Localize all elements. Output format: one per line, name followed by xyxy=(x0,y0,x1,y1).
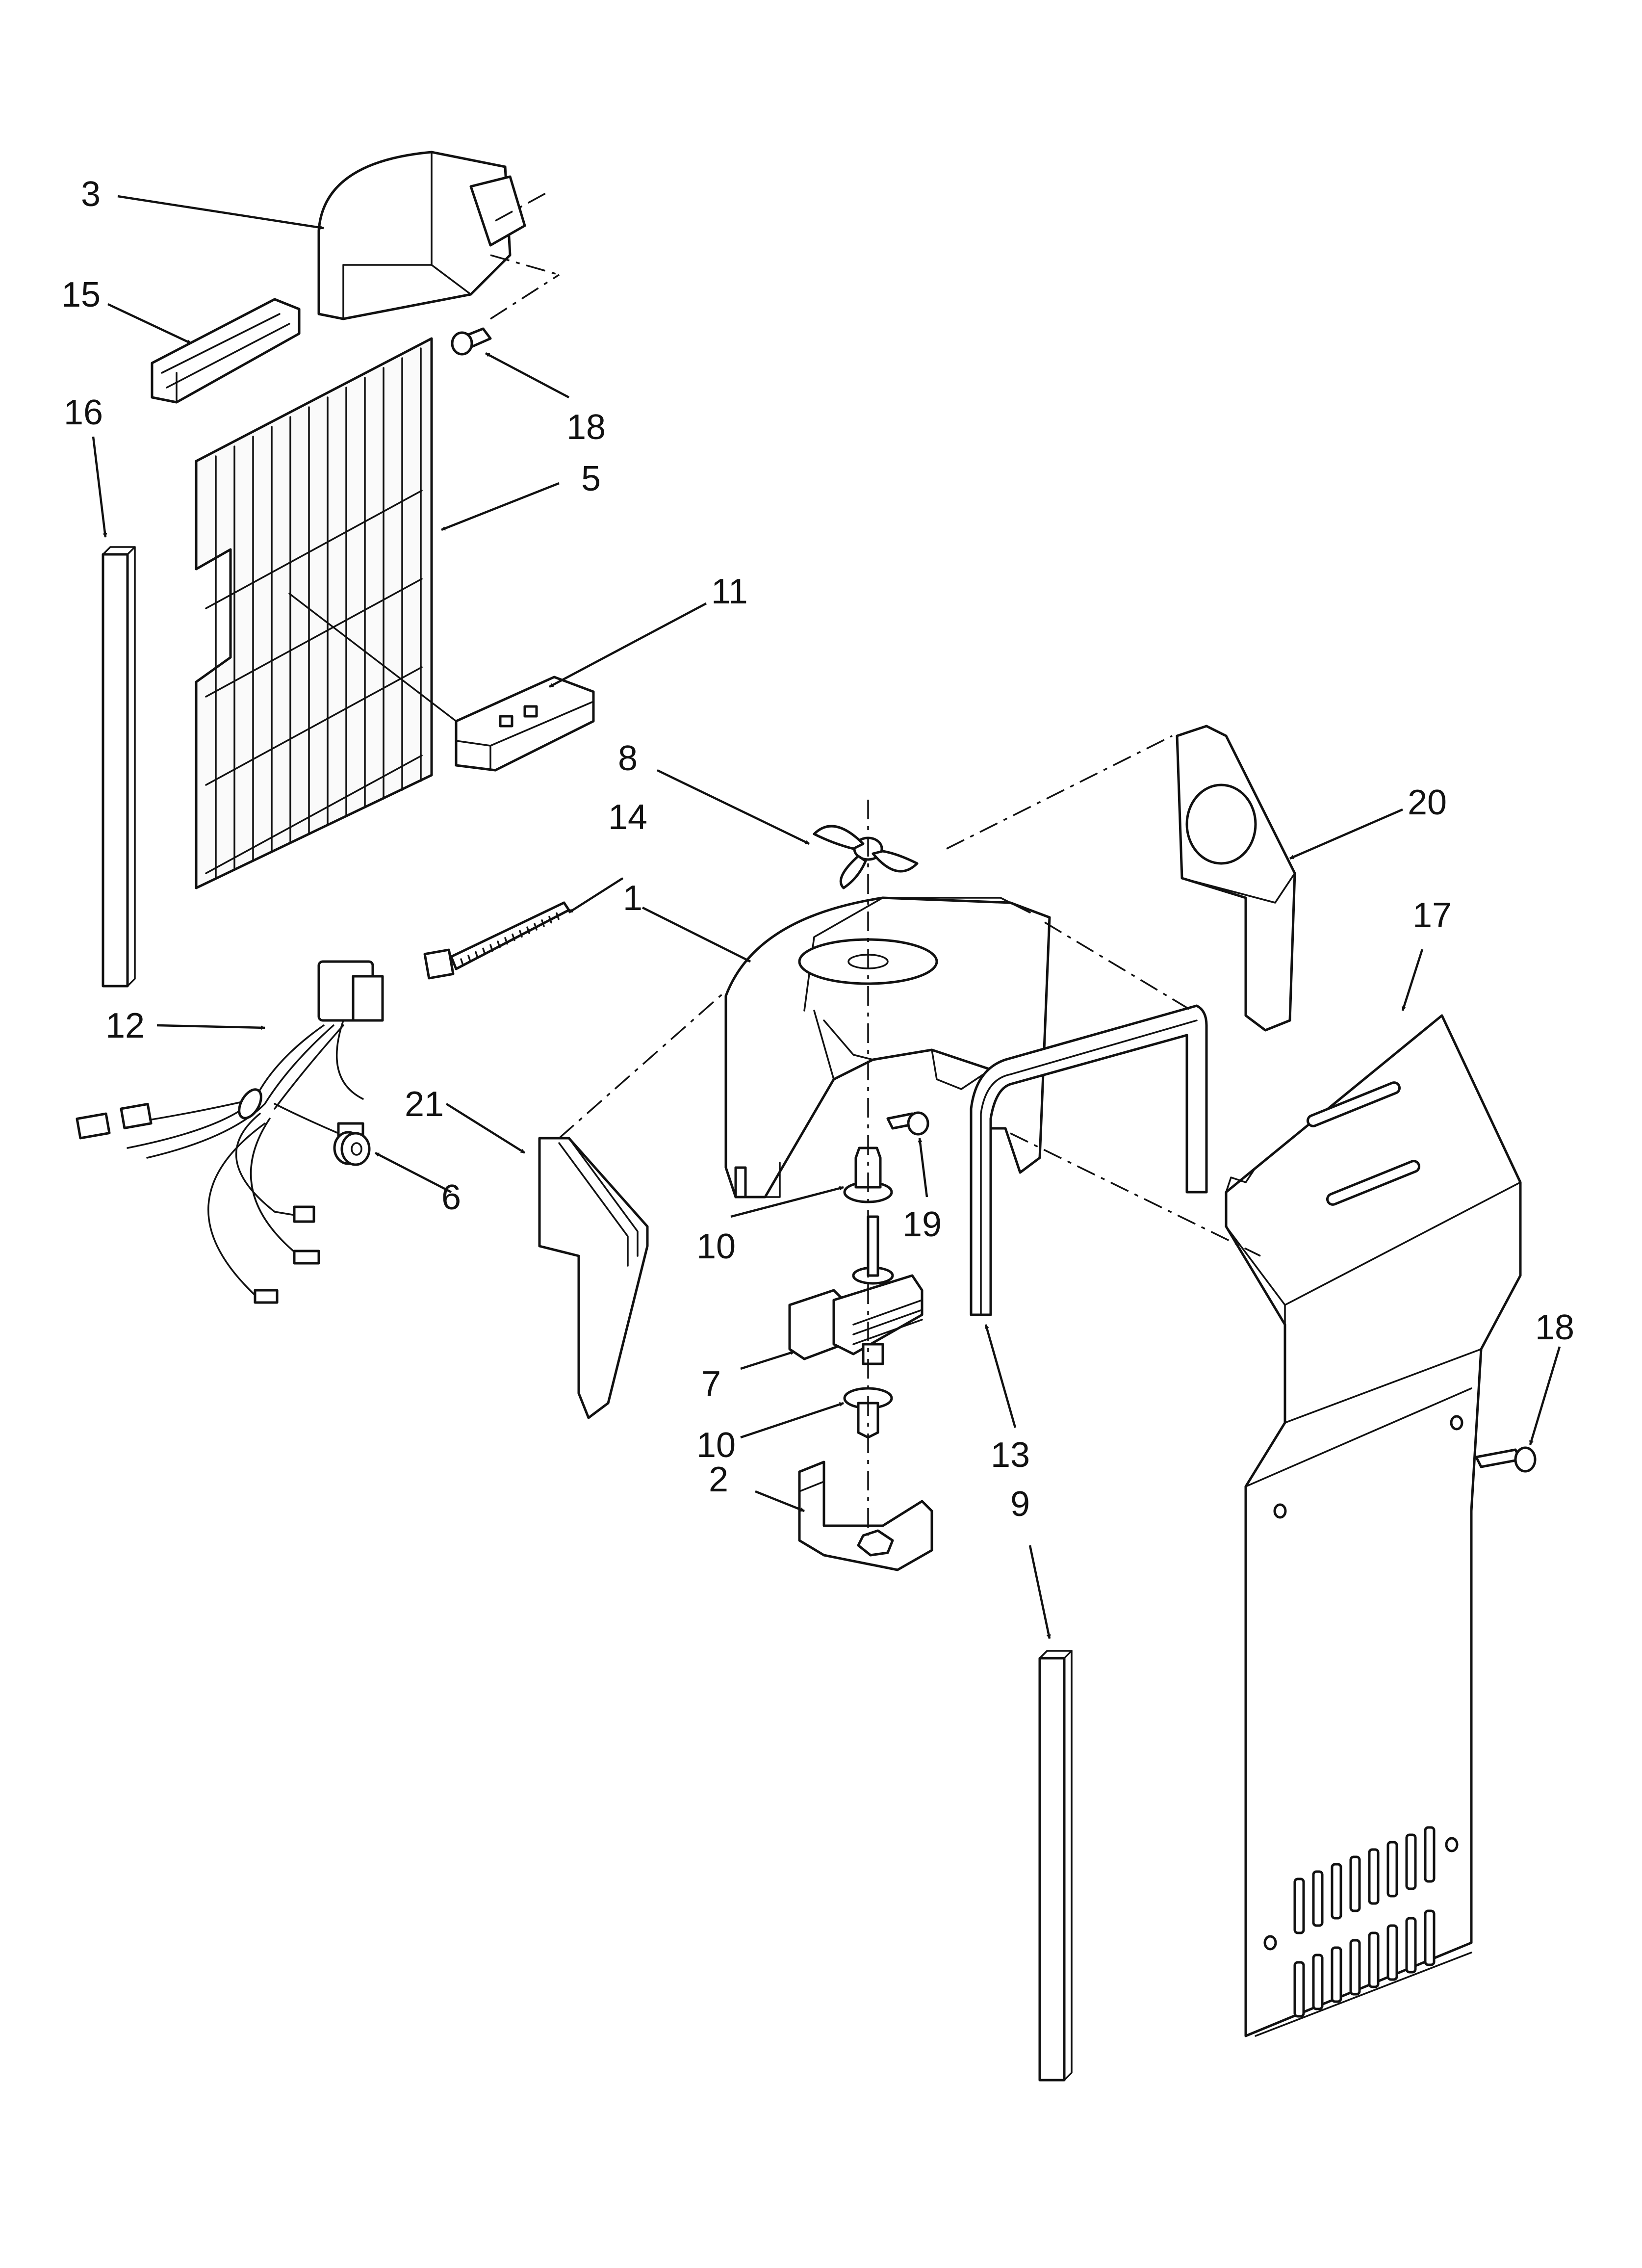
part-13-gasket xyxy=(970,1004,1208,1316)
part-9-strip xyxy=(1038,1650,1073,2082)
line-art xyxy=(205,578,423,698)
callout-6: 6 xyxy=(441,1178,461,1217)
part-8-fan-blade xyxy=(813,825,919,889)
vent-slot xyxy=(1386,1924,1398,1981)
callout-9: 9 xyxy=(1010,1485,1030,1524)
part-6-grommet xyxy=(333,1131,371,1166)
callout-13: 13 xyxy=(991,1435,1030,1475)
part-3-duct-cover xyxy=(317,151,526,320)
leader-lines xyxy=(92,195,1561,1639)
part-14-cable-tie xyxy=(423,901,570,980)
vent-slot xyxy=(1405,1833,1417,1890)
callout-19: 19 xyxy=(902,1205,942,1244)
part-1-fan-shroud xyxy=(724,896,1051,1199)
rear-panel-vents xyxy=(1293,1826,1436,2018)
callout-3: 3 xyxy=(81,175,101,214)
callout-labels: 3 15 16 18 5 11 8 14 1 20 17 12 21 6 19 … xyxy=(61,175,1574,1524)
part-12-wire-harness xyxy=(76,960,384,1304)
vent-slot xyxy=(1331,1863,1342,1920)
line-art xyxy=(467,955,471,963)
part-21-side-panel xyxy=(538,1137,649,1419)
line-art xyxy=(504,937,508,945)
callout-21: 21 xyxy=(405,1085,444,1124)
vent-slot xyxy=(1293,1961,1305,2018)
part-17-rear-panel xyxy=(1225,1014,1522,2037)
callout-5: 5 xyxy=(581,459,601,498)
line-art xyxy=(519,930,523,938)
cable-tie-ticks xyxy=(460,912,560,966)
line-art xyxy=(489,944,493,952)
callout-17: 17 xyxy=(1412,896,1452,935)
part-16-strip xyxy=(102,546,136,988)
vent-slot xyxy=(1293,1877,1305,1934)
line-art xyxy=(512,933,515,941)
line-art xyxy=(534,923,538,931)
alignment-lines xyxy=(490,190,1261,1536)
part-11-bracket xyxy=(455,676,595,772)
vent-slot xyxy=(1312,1870,1324,1927)
vent-slot xyxy=(1424,1909,1436,1966)
line-art xyxy=(205,666,423,786)
callout-1: 1 xyxy=(623,879,642,918)
line-art xyxy=(205,755,423,874)
bracket-line xyxy=(288,593,457,722)
line-art xyxy=(205,490,423,609)
callout-15: 15 xyxy=(61,275,101,314)
callout-7: 7 xyxy=(701,1364,721,1404)
callout-10-lower: 10 xyxy=(696,1426,736,1465)
callout-8: 8 xyxy=(618,739,638,778)
vent-slot xyxy=(1386,1841,1398,1898)
part-2-motor-bracket xyxy=(798,1460,933,1571)
line-art xyxy=(556,912,560,920)
callout-2: 2 xyxy=(709,1460,728,1499)
vent-slot xyxy=(1349,1855,1361,1912)
line-art xyxy=(482,947,486,956)
callout-12: 12 xyxy=(105,1006,145,1045)
callout-11: 11 xyxy=(711,572,748,611)
part-15-housing xyxy=(151,298,301,404)
callout-16: 16 xyxy=(64,393,103,432)
line-art xyxy=(497,940,501,948)
part-20-bracket xyxy=(1176,725,1296,1032)
vent-slot xyxy=(1368,1931,1380,1988)
line-art xyxy=(460,958,464,966)
callout-14: 14 xyxy=(608,798,647,837)
callout-18-right: 18 xyxy=(1535,1308,1574,1347)
callout-10-upper: 10 xyxy=(696,1227,736,1266)
part-19-screw xyxy=(886,1111,929,1136)
evaporator-fins xyxy=(205,347,423,879)
line-art xyxy=(526,926,530,934)
line-art xyxy=(541,919,545,927)
vent-slot xyxy=(1405,1917,1417,1974)
part-18-screw-lower xyxy=(1475,1446,1537,1473)
part-18-screw-upper xyxy=(451,327,492,356)
callout-18-top: 18 xyxy=(566,408,606,447)
line-art xyxy=(548,915,552,924)
callout-20: 20 xyxy=(1408,783,1447,822)
line-art xyxy=(475,951,479,959)
vent-slot xyxy=(1331,1946,1342,2003)
vent-slot xyxy=(1349,1939,1361,1996)
vent-slot xyxy=(1368,1848,1380,1905)
vent-slot xyxy=(1424,1826,1436,1883)
part-7-fan-motor xyxy=(788,1215,924,1365)
vent-slot xyxy=(1312,1954,1324,2010)
